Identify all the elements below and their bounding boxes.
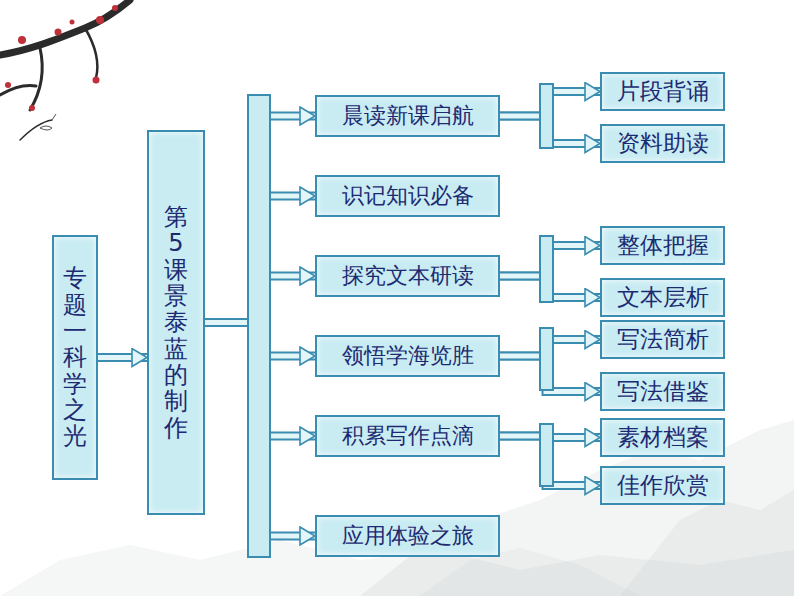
box-label: 文本层析 xyxy=(617,282,709,313)
box-label: 第5课 景泰蓝的制作 xyxy=(164,204,188,442)
box-label: 积累写作点滴 xyxy=(342,421,474,451)
section-box: 整体把握 xyxy=(600,226,725,265)
branch-bar xyxy=(540,236,553,302)
section-box: 资料助读 xyxy=(600,124,725,163)
title-column-box: 第5课 景泰蓝的制作 xyxy=(147,130,205,515)
section-box: 探究文本研读 xyxy=(315,255,500,297)
box-label: 写法借鉴 xyxy=(617,376,709,407)
connector-fill xyxy=(98,355,147,360)
section-box: 积累写作点滴 xyxy=(315,415,500,457)
box-label: 专题一 科学之光 xyxy=(63,265,87,450)
connector-outline xyxy=(98,353,147,362)
bird-sketch xyxy=(40,114,56,130)
box-label: 整体把握 xyxy=(617,230,709,261)
section-box: 应用体验之旅 xyxy=(315,515,500,557)
plum-branch xyxy=(0,0,130,140)
connector-head xyxy=(98,357,147,358)
trunk-bar xyxy=(248,95,270,557)
section-box: 文本层析 xyxy=(600,278,725,317)
branch-bar xyxy=(540,84,553,148)
box-label: 晨读新课启航 xyxy=(342,101,474,131)
box-label: 应用体验之旅 xyxy=(342,521,474,551)
section-box: 写法借鉴 xyxy=(600,372,725,411)
section-box: 素材档案 xyxy=(600,418,725,457)
branch-bar xyxy=(540,424,553,486)
box-label: 佳作欣赏 xyxy=(617,470,709,501)
hollow-arrow-connector xyxy=(98,357,147,358)
section-box: 佳作欣赏 xyxy=(600,466,725,505)
plum-blossoms xyxy=(5,5,118,111)
section-box: 片段背诵 xyxy=(600,72,725,111)
mountains xyxy=(0,420,794,596)
section-box: 识记知识必备 xyxy=(315,175,500,217)
section-box: 晨读新课启航 xyxy=(315,95,500,137)
branch-bar xyxy=(540,328,553,390)
section-box: 领悟学海览胜 xyxy=(315,335,500,377)
box-label: 资料助读 xyxy=(617,128,709,159)
box-label: 素材档案 xyxy=(617,422,709,453)
box-label: 领悟学海览胜 xyxy=(342,341,474,371)
title-column-box: 专题一 科学之光 xyxy=(52,235,98,480)
section-box: 写法简析 xyxy=(600,320,725,359)
box-label: 探究文本研读 xyxy=(342,261,474,291)
box-label: 片段背诵 xyxy=(617,76,709,107)
box-label: 写法简析 xyxy=(617,324,709,355)
box-label: 识记知识必备 xyxy=(342,181,474,211)
